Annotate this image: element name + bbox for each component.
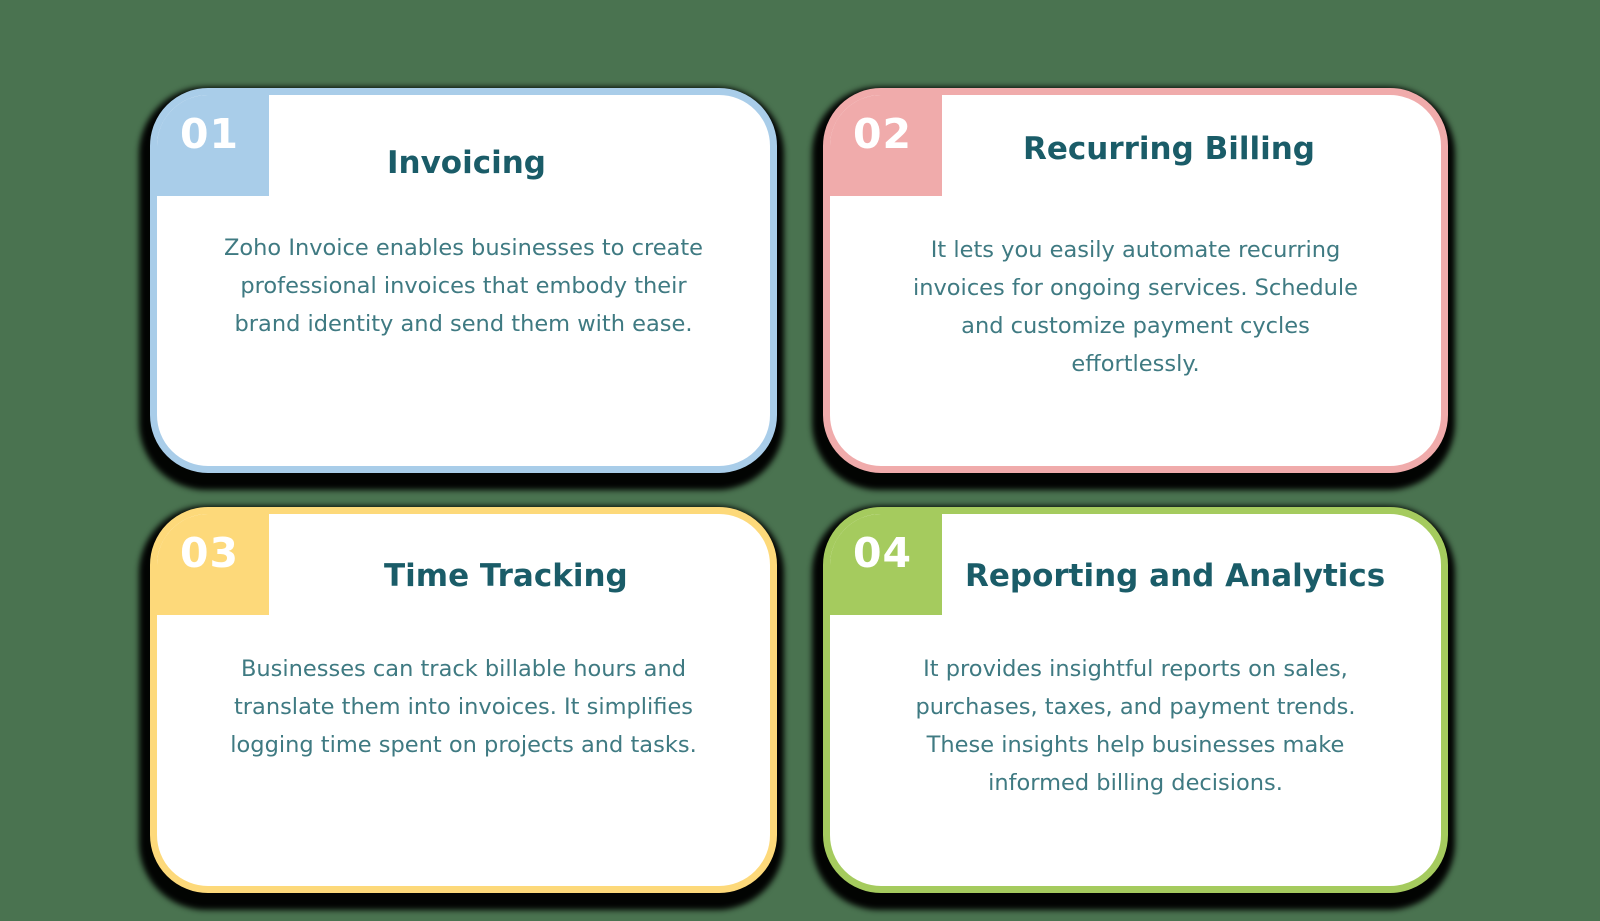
- description-line: purchases, taxes, and payment trends.: [915, 694, 1356, 720]
- card-description: Zoho Invoice enables businesses to creat…: [187, 229, 740, 343]
- description-line: Zoho Invoice enables businesses to creat…: [223, 235, 704, 261]
- feature-card-reporting-analytics: 04 Reporting and Analytics It provides i…: [823, 507, 1448, 893]
- description-line: logging time spent on projects and tasks…: [230, 732, 697, 758]
- description-line: translate them into invoices. It simplif…: [233, 694, 694, 720]
- description-line: It provides insightful reports on sales,: [923, 656, 1348, 682]
- number-badge: 03: [157, 514, 269, 615]
- card-title: Recurring Billing: [1023, 131, 1315, 167]
- description-line: It lets you easily automate recurring: [930, 237, 1341, 263]
- description-line: brand identity and send them with ease.: [234, 311, 693, 337]
- card-title: Time Tracking: [384, 558, 628, 594]
- feature-card-time-tracking: 03 Time Tracking Businesses can track bi…: [150, 507, 777, 893]
- description-line: professional invoices that embody their: [240, 273, 687, 299]
- number-badge: 02: [830, 95, 942, 196]
- description-line: These insights help businesses make: [926, 732, 1345, 758]
- card-description: It lets you easily automate recurring in…: [860, 231, 1411, 383]
- card-title: Invoicing: [387, 145, 546, 181]
- description-line: invoices for ongoing services. Schedule: [912, 275, 1359, 301]
- description-line: and customize payment cycles: [961, 313, 1310, 339]
- card-description: It provides insightful reports on sales,…: [860, 650, 1411, 802]
- description-line: informed billing decisions.: [988, 770, 1283, 796]
- description-line: effortlessly.: [1071, 351, 1200, 377]
- number-badge: 04: [830, 514, 942, 615]
- card-description: Businesses can track billable hours and …: [187, 650, 740, 764]
- feature-card-recurring-billing: 02 Recurring Billing It lets you easily …: [823, 88, 1448, 473]
- feature-card-invoicing: 01 Invoicing Zoho Invoice enables busine…: [150, 88, 777, 473]
- number-badge: 01: [157, 95, 269, 196]
- description-line: Businesses can track billable hours and: [240, 656, 686, 682]
- card-title: Reporting and Analytics: [965, 558, 1386, 594]
